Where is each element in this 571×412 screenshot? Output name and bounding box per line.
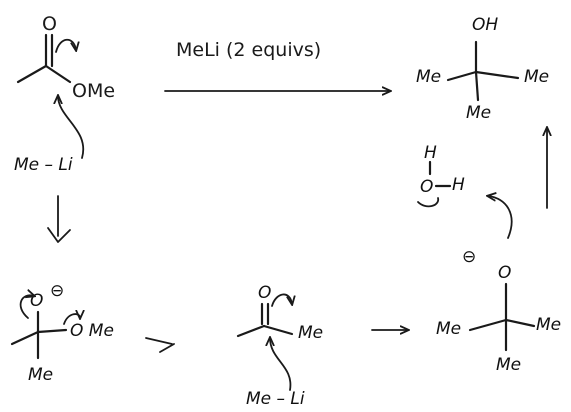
meli-attack-arrow-2 (270, 338, 292, 391)
water-h-right-label: H (452, 175, 465, 195)
ester-methyl-bond (16, 64, 48, 84)
water-o-label: O (420, 177, 433, 197)
alkoxide-o-label: O (498, 263, 511, 283)
ketone-structure: O Me Me – Li (236, 283, 323, 409)
alkoxide-me-left-label: Me (436, 319, 461, 339)
deprotonation-curved-arrow (488, 196, 513, 239)
ester-curved-arrow (55, 38, 76, 53)
ketone-left-bond (236, 324, 266, 338)
intermediate-me-label: Me (28, 365, 53, 385)
intermediate-ome-label: O Me (70, 321, 114, 341)
ester-ome-label: OMe (72, 80, 115, 102)
alkoxide-left-bond (468, 318, 508, 332)
product-structure: OH Me Me Me (416, 15, 549, 123)
ester-ome-bond (44, 64, 72, 84)
step-arrow-down (47, 195, 71, 243)
ketone-o-label: O (258, 283, 271, 303)
meli-attack-arrow-1 (58, 96, 85, 159)
alkoxide-me-bottom-label: Me (496, 355, 521, 375)
product-right-bond (474, 70, 520, 80)
intermediate-o-label: O (30, 291, 43, 311)
product-me-right-label: Me (524, 67, 549, 87)
water-structure: H O H (417, 143, 513, 239)
product-oh-label: OH (472, 15, 498, 35)
alkoxide-charge-label: ⊖ (462, 247, 476, 267)
ketone-right-bond (262, 324, 294, 336)
intermediate-right-bond (36, 328, 68, 334)
product-me-left-label: Me (416, 67, 441, 87)
product-bottom-bond (474, 70, 480, 102)
meli-label-2: Me – Li (246, 389, 305, 409)
meli-reagent-1: Me – Li (14, 96, 85, 175)
water-h-top-label: H (424, 143, 437, 163)
intermediate-left-bond (10, 330, 40, 346)
intermediate-leaving-arrow (63, 314, 80, 325)
meli-label-1: Me – Li (14, 155, 73, 175)
water-lone-pair (417, 197, 439, 208)
ester-o-label: O (42, 13, 57, 35)
tetrahedral-intermediate: O ⊖ O Me Me (10, 281, 114, 385)
alkoxide-me-right-label: Me (536, 315, 561, 335)
main-reaction-arrow: MeLi (2 equivs) (164, 39, 390, 91)
ketone-curved-arrow (271, 293, 292, 307)
product-me-bottom-label: Me (466, 103, 491, 123)
ester-structure: O OMe (16, 13, 115, 102)
intermediate-curved-arrow (19, 295, 34, 319)
reagent-label: MeLi (2 equivs) (176, 39, 321, 61)
product-left-bond (446, 70, 478, 82)
ketone-me-label: Me (298, 323, 323, 343)
step-arrow-to-ketone (145, 337, 175, 353)
alkoxide-right-bond (504, 318, 536, 328)
intermediate-charge-label: ⊖ (50, 281, 64, 301)
alkoxide-structure: ⊖ O Me Me Me (436, 247, 561, 375)
